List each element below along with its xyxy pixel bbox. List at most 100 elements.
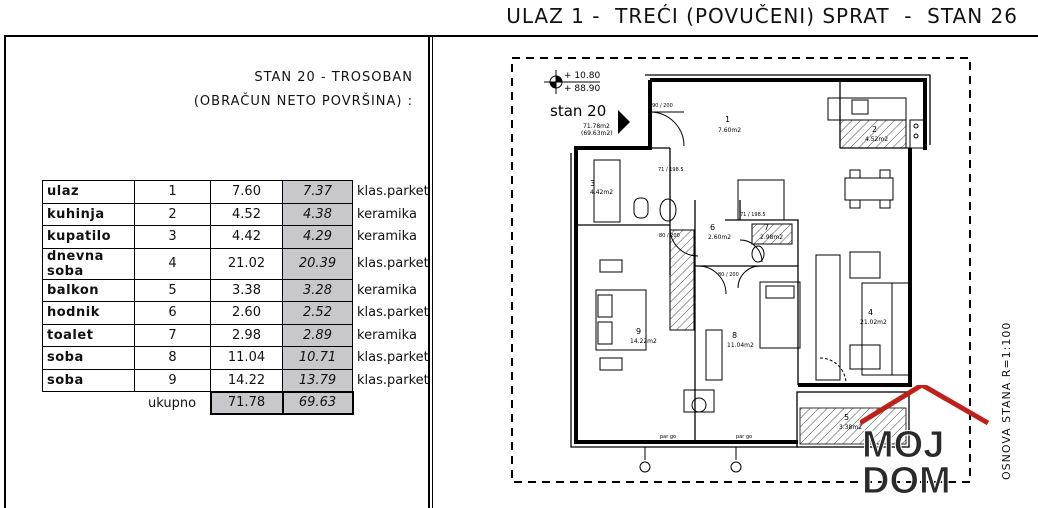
level-bottom: + 88.90 — [564, 84, 600, 94]
room-number: 8 — [134, 346, 211, 370]
flooring: keramika — [357, 206, 417, 222]
calculation-heading: (OBRAČUN NETO POVRŠINA) : — [193, 94, 413, 109]
total-calc: 69.63 — [281, 390, 354, 415]
room-name: balkon — [42, 278, 135, 302]
neto-area: 7.60 — [210, 180, 283, 204]
window-dim-toilet: 71 / 198.5 — [740, 212, 766, 218]
logo-word-2: DOM — [862, 460, 951, 500]
flooring: keramika — [357, 282, 417, 298]
entrance-arrow-icon — [618, 110, 630, 134]
room-name: hodnik — [42, 301, 135, 325]
calc-area: 20.39 — [282, 247, 353, 280]
room-5-area: 3.38m2 — [839, 424, 862, 431]
logo-word-1: MOJ — [862, 424, 944, 466]
balcony-door-dim-2: par go — [880, 382, 896, 388]
flooring: keramika — [357, 229, 417, 245]
total-spacer — [43, 392, 135, 415]
total-empty — [353, 392, 434, 415]
room-number: 4 — [134, 247, 211, 280]
balcony-hatch — [799, 407, 907, 445]
balcony-door-dim-1: par go — [815, 382, 831, 388]
calc-area: 13.79 — [282, 368, 353, 392]
unit-area-neto: 71.78m2 — [583, 123, 610, 130]
calc-area: 2.89 — [282, 323, 353, 347]
room-name: ulaz — [42, 180, 135, 204]
room-number: 9 — [134, 368, 211, 392]
room-9-area: 14.22m2 — [630, 338, 657, 345]
apartment-heading: STAN 20 - TROSOBAN — [254, 70, 413, 85]
room-3-area: 4.42m2 — [590, 189, 613, 196]
room-name: kuhinja — [42, 202, 135, 226]
door-dim-entrance: 90 / 200 — [652, 103, 673, 109]
level-top: + 10.80 — [564, 71, 600, 81]
neto-area: 2.98 — [210, 323, 283, 347]
flooring: klas.parket — [357, 372, 429, 388]
total-neto: 71.78 — [209, 390, 284, 415]
room-number: 1 — [134, 180, 211, 204]
flooring: klas.parket — [357, 350, 429, 366]
neto-area: 3.38 — [210, 278, 283, 302]
room-4-area: 21.02m2 — [860, 319, 887, 326]
window-dim-room8: par go — [736, 434, 752, 440]
room-number: 7 — [134, 323, 211, 347]
room-name: soba — [42, 368, 135, 392]
room-7-area: 2.98m2 — [760, 234, 783, 241]
room-8-area: 11.04m2 — [727, 342, 754, 349]
flooring: klas.parket — [357, 256, 429, 271]
flooring: keramika — [357, 327, 417, 343]
door-dim-bath: 80 / 200 — [659, 233, 680, 239]
floor-plan: + 10.80 + 88.90 stan 20 71.78m2 (69.63m2… — [511, 57, 971, 483]
room-7-no: 7 — [764, 223, 769, 232]
room-name: kupatilo — [42, 225, 135, 249]
room-number: 6 — [134, 301, 211, 325]
room-8-no: 8 — [732, 331, 737, 340]
level-marker-icon — [544, 70, 600, 94]
unit-area-obr: (69.63m2) — [581, 130, 613, 137]
room-2-no: 2 — [872, 125, 877, 134]
title-bar: ULAZ 1 - TREĆI (POVUČENI) SPRAT - STAN 2… — [0, 0, 1038, 36]
plan-boundary — [511, 57, 971, 483]
neto-area: 2.60 — [210, 301, 283, 325]
flooring: klas.parket — [357, 305, 429, 321]
neto-area: 21.02 — [210, 247, 283, 280]
moj-dom-logo: MOJ DOM — [860, 385, 990, 500]
calc-area: 4.29 — [282, 225, 353, 249]
calc-area: 7.37 — [282, 180, 353, 204]
panel-divider — [428, 36, 430, 508]
neto-area: 4.42 — [210, 225, 283, 249]
room-number: 5 — [134, 278, 211, 302]
calc-area: 2.52 — [282, 301, 353, 325]
unit-label: stan 20 — [550, 102, 606, 120]
room-9-no: 9 — [636, 327, 641, 336]
neto-area: 4.52 — [210, 202, 283, 226]
room-name: dnevna soba — [42, 247, 135, 280]
neto-area: 11.04 — [210, 346, 283, 370]
calc-area: 3.28 — [282, 278, 353, 302]
room-name: soba — [42, 346, 135, 370]
panel-divider-inner — [432, 36, 433, 508]
room-name: toalet — [42, 323, 135, 347]
room-6-no: 6 — [710, 223, 715, 232]
room-6-area: 2.60m2 — [708, 234, 731, 241]
room-5-no: 5 — [844, 413, 849, 422]
room-number: 2 — [134, 202, 211, 226]
calc-area: 4.38 — [282, 202, 353, 226]
window-dim-room9: par go — [660, 434, 676, 440]
calc-area: 10.71 — [282, 346, 353, 370]
flooring: klas.parket — [357, 184, 429, 200]
room-number: 3 — [134, 225, 211, 249]
neto-area: 14.22 — [210, 368, 283, 392]
room-4-no: 4 — [868, 308, 873, 317]
window-dim-bath: 71 / 198.5 — [658, 167, 684, 173]
room-3-no: 3 — [590, 179, 595, 188]
door-dim-hall: 80 / 200 — [718, 272, 739, 278]
